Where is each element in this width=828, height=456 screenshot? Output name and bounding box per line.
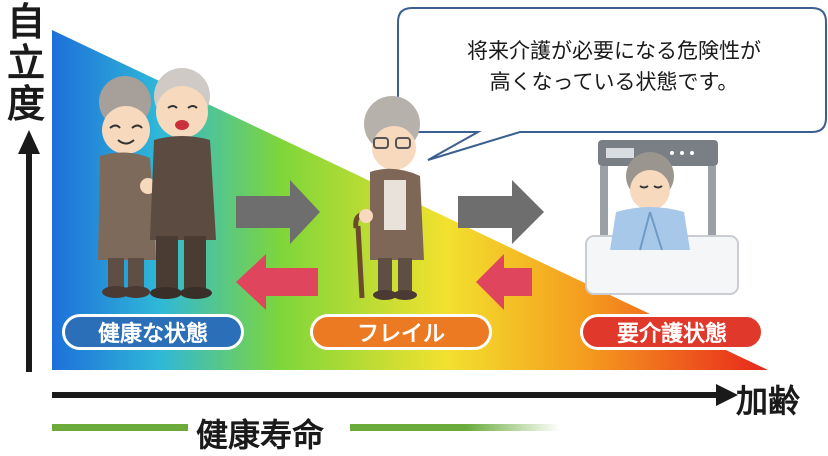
healthy-life-label: 健康寿命: [196, 416, 325, 454]
forward-arrow-healthy-to-frail: [236, 180, 320, 244]
speech-bubble: [397, 7, 827, 161]
stage-care-needed-badge: 要介護状態: [580, 314, 764, 350]
elderly-couple-icon: [98, 68, 216, 299]
backward-arrow-care-to-frail: [476, 254, 532, 310]
aging-axis-label: 加齢: [736, 382, 801, 420]
stage-healthy-badge: 健康な状態: [62, 314, 244, 350]
aging-axis-arrow: [52, 384, 738, 406]
bedridden-patient-icon: [585, 140, 739, 295]
elderly-woman-with-cane-icon: [353, 96, 424, 300]
independence-axis-label: 自 立 度: [6, 0, 45, 126]
stage-frailty-badge: フレイル: [310, 314, 492, 350]
speech-bubble-text: 将来介護が必要になる危険性が 高くなっている状態です。: [467, 39, 761, 94]
forward-arrow-frail-to-care: [458, 180, 544, 244]
healthy-life-bar: [52, 424, 560, 431]
independence-axis-arrow: [18, 130, 40, 372]
backward-arrow-frail-to-healthy: [236, 254, 318, 310]
